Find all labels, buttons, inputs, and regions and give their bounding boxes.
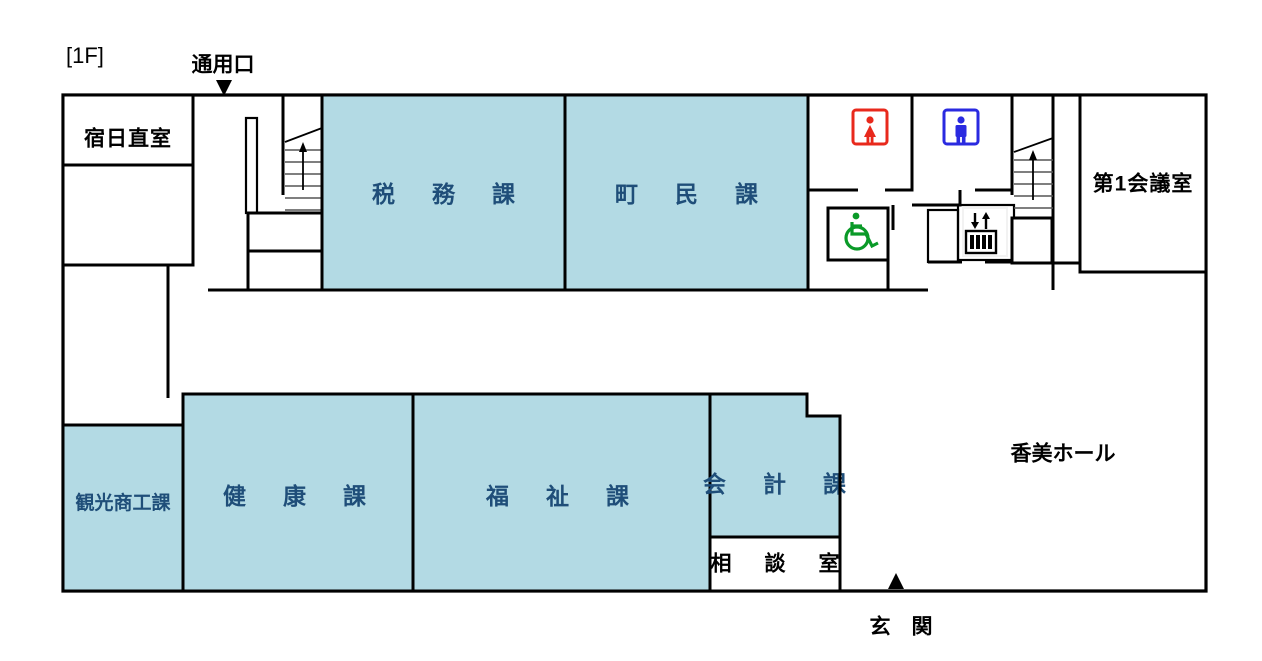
room-label-shukujikuchokushitsu: 宿日直室 <box>84 127 172 151</box>
main-entrance-marker <box>888 573 904 589</box>
room-label-kaikeika: 会 計 課 <box>703 471 853 497</box>
room-label-kenkouka: 健 康 課 <box>223 483 373 509</box>
wall-restroom-stall-3 <box>912 190 962 207</box>
floor-label: [1F] <box>66 43 104 68</box>
main-entrance-label: 玄 関 <box>870 615 933 639</box>
wheelchair-accessible-icon <box>844 212 879 251</box>
room-chouminka <box>563 93 810 292</box>
room-label-soudanshitsu: 相 談 室 <box>711 552 846 576</box>
room-label-kamihall: 香美ホール <box>1011 442 1116 466</box>
room-label-dai1kaigishitsu: 第1会議室 <box>1093 172 1194 196</box>
mens-restroom-icon <box>942 108 980 146</box>
room-dai1kaigishitsu <box>1078 93 1208 274</box>
room-label-fukushika: 福 祉 課 <box>485 483 636 509</box>
room-label-chouminka: 町 民 課 <box>615 181 765 207</box>
room-small-left-upper <box>246 211 324 253</box>
room-small-right <box>1010 216 1054 265</box>
room-fukushika <box>411 392 712 593</box>
room-small-left-lower <box>246 249 324 292</box>
column-left <box>244 116 259 215</box>
wall-left-mid <box>63 263 170 398</box>
service-entrance-marker <box>216 80 232 96</box>
room-label-kankoushoukouka: 観光商工課 <box>75 491 171 514</box>
room-kaikeika <box>708 392 842 539</box>
room-label-zeimuka: 税 務 課 <box>372 181 522 207</box>
service-entrance-label: 通用口 <box>192 54 255 77</box>
room-kankoushoukouka <box>61 423 185 593</box>
elevator-icon <box>962 207 1008 257</box>
wall-restroom-stall-2 <box>885 165 914 192</box>
room-soudanshitsu <box>708 535 842 593</box>
room-upper-left-lower <box>61 163 195 267</box>
womens-restroom-icon <box>851 108 889 146</box>
